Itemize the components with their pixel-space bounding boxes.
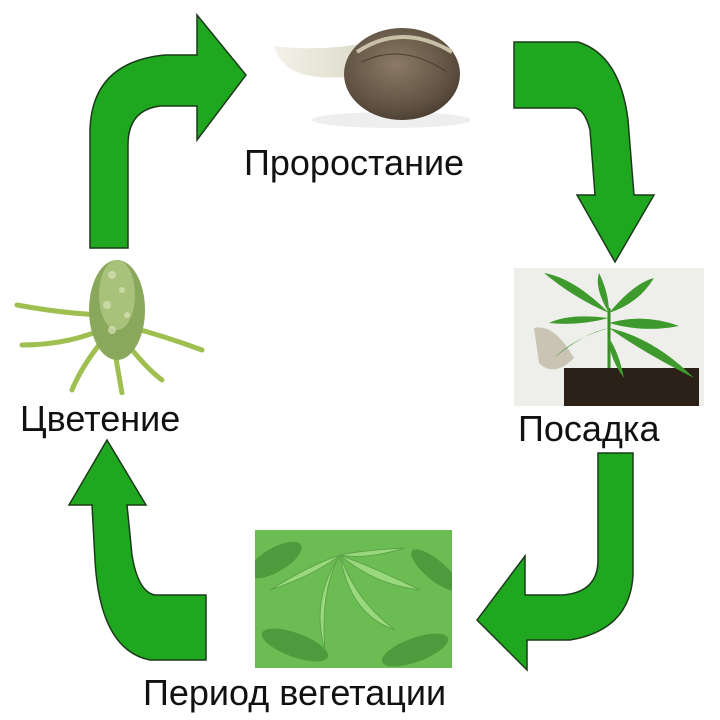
cannabis-leaves-image bbox=[255, 530, 452, 668]
stage-label-flowering: Цветение bbox=[20, 398, 181, 439]
seedling-in-soil-image bbox=[514, 268, 704, 406]
sprouting-seed-image bbox=[262, 12, 470, 132]
stage-label-vegetation: Период вегетации bbox=[143, 672, 447, 713]
flowering-bud-image bbox=[12, 255, 207, 395]
stage-label-planting: Посадка bbox=[518, 408, 660, 449]
arrow-flowering-to-germination bbox=[89, 12, 247, 249]
arrow-vegetation-to-flowering bbox=[67, 438, 207, 661]
arrow-planting-to-vegetation bbox=[476, 452, 634, 672]
stage-label-germination: Проростание bbox=[244, 142, 465, 183]
arrow-germination-to-planting bbox=[513, 41, 656, 264]
